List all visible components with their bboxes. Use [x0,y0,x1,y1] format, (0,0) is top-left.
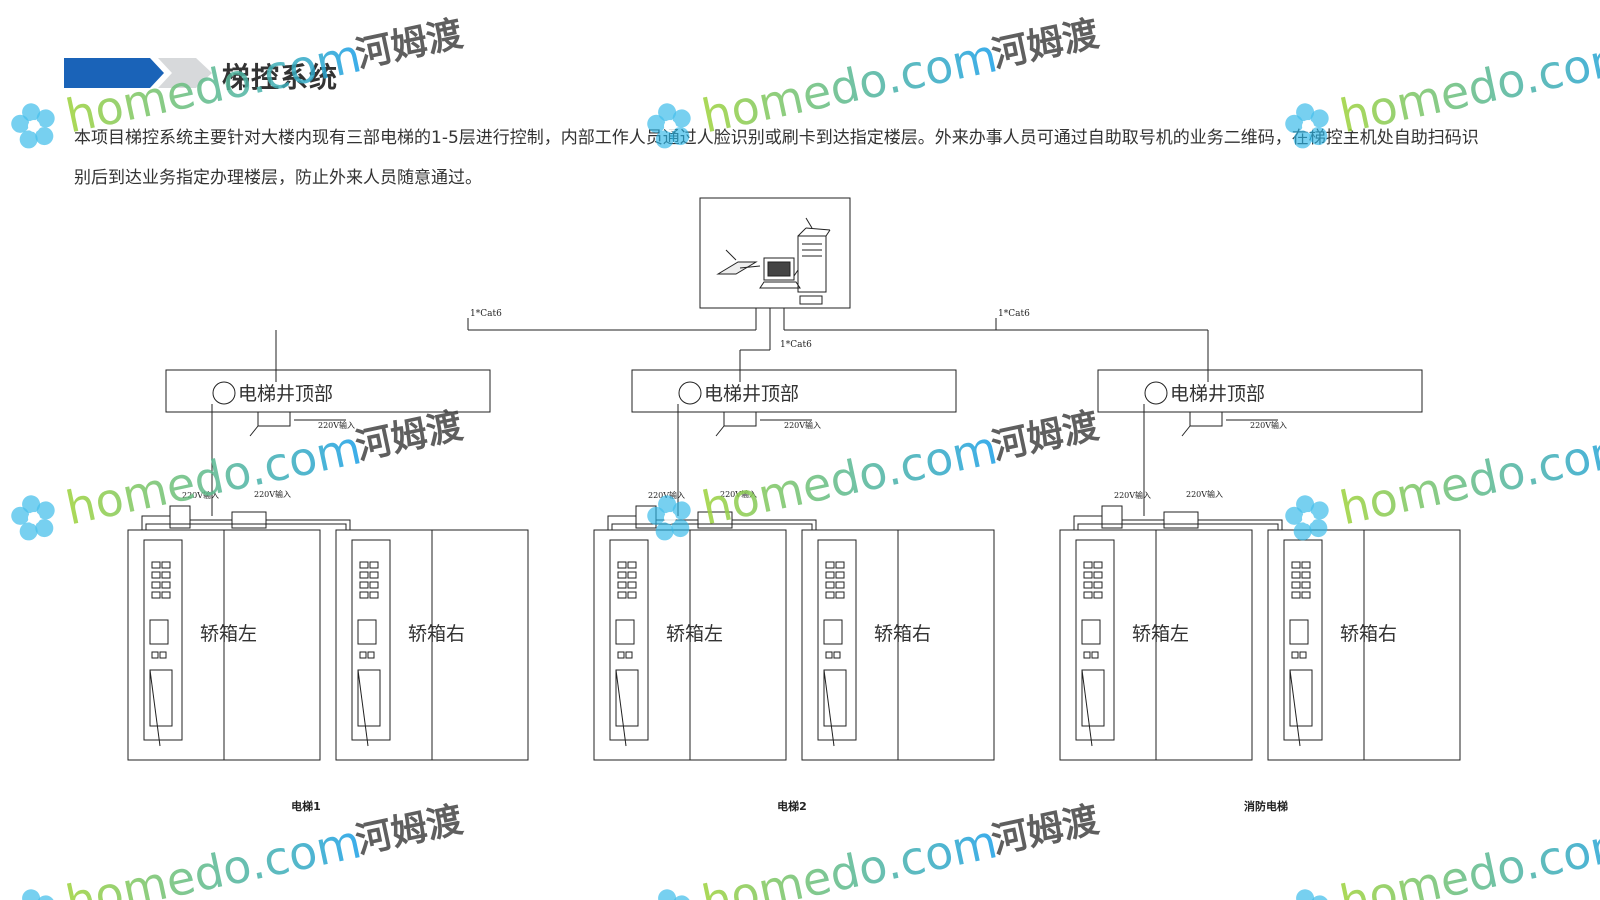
elevator-label: 消防电梯 [1244,799,1288,813]
shaft-top-label: 电梯井顶部 [238,383,333,405]
cop-panel-right [1283,539,1323,747]
shaft-top-label: 电梯井顶部 [704,383,799,405]
car-right-label: 轿箱右 [1340,623,1397,645]
cable-label-right: 1*Cat6 [998,309,1030,319]
cable-label-center: 1*Cat6 [780,340,812,350]
car-left-label: 轿箱左 [200,623,257,645]
flower-logo-icon [1281,884,1334,900]
shaft-top-box [165,369,491,413]
cop-panel-left [143,539,183,747]
power-label-shaft: 220V输入 [318,420,355,430]
power-label-car-right: 220V输入 [254,489,291,499]
pc-tower-icon [797,235,827,293]
shaft-top-box [1097,369,1423,413]
cop-panel-right [351,539,391,747]
car-right-label: 轿箱右 [874,623,931,645]
shaft-top-box [631,369,957,413]
car-left-label: 轿箱左 [666,623,723,645]
power-label-shaft: 220V输入 [784,420,821,430]
cable-label-left: 1*Cat6 [470,309,502,319]
cop-panel-right [817,539,857,747]
shaft-top-circle-icon [212,381,236,405]
page-title: 梯控系统 [222,61,339,94]
card-reader-icon [716,261,758,275]
shaft-module [257,411,291,427]
shaft-module [1189,411,1223,427]
power-label-car-right: 220V输入 [720,489,757,499]
cop-panel-left [609,539,649,747]
watermark-cn: 河姆渡 [988,13,1102,76]
elevator-label: 电梯1 [291,799,321,813]
power-label-car-left: 220V输入 [648,490,685,500]
shaft-module [723,411,757,427]
shaft-top-circle-icon [678,381,702,405]
header-bar [64,58,212,88]
control-room-box [699,197,851,309]
elevator-group-1: 电梯井顶部 220V输入 220V输入 220V输入 [127,369,529,813]
car-left-label: 轿箱左 [1132,623,1189,645]
flower-logo-icon [7,884,60,900]
flower-logo-icon [643,884,696,900]
elevator-group-2: 电梯井顶部 220V输入 220V输入 220V输入 [593,369,995,813]
header-grey-arrow [158,58,212,88]
monitor-icon [763,257,795,281]
power-label-car-right: 220V输入 [1186,489,1223,499]
header-blue-arrow [64,58,164,88]
intro-paragraph: 本项目梯控系统主要针对大楼内现有三部电梯的1-5层进行控制，内部工作人员通过人脸… [74,128,1479,188]
power-label-shaft: 220V输入 [1250,420,1287,430]
power-label-car-left: 220V输入 [182,490,219,500]
car-right-label: 轿箱右 [408,623,465,645]
shaft-top-circle-icon [1144,381,1168,405]
shaft-top-label: 电梯井顶部 [1170,383,1265,405]
elevator-group-3: 电梯井顶部 220V输入 220V输入 220V输入 [1059,369,1461,813]
elevator-label: 电梯2 [777,799,807,813]
flower-logo-icon [7,98,60,152]
watermark-cn: 河姆渡 [352,13,466,76]
cop-panel-left [1075,539,1115,747]
elevator-control-diagram: 1*Cat6 1*Cat6 1*Cat6 电梯井顶部 220V输入 220V输入… [127,197,1461,813]
power-label-car-left: 220V输入 [1114,490,1151,500]
